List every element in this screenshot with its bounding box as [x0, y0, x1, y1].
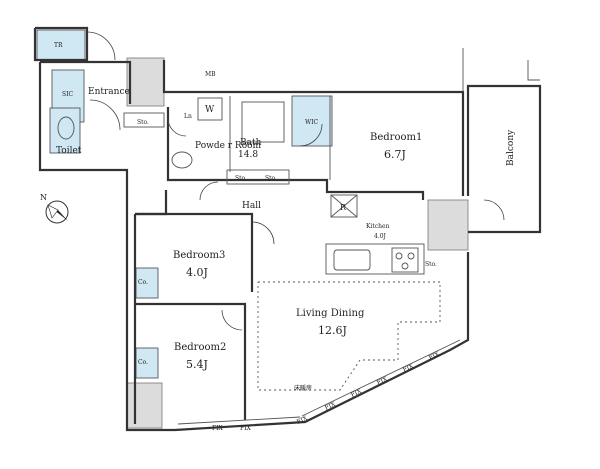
- fix-mark-4: FIX: [324, 400, 337, 411]
- door-bedroom1: [299, 123, 323, 147]
- wall-bedroom3: [135, 212, 254, 292]
- label-ln: Ln: [184, 113, 192, 120]
- burner-1: [395, 252, 403, 260]
- label-kitchen: Kitchen: [366, 223, 390, 230]
- label-kitchen-size: 4.0J: [374, 233, 387, 240]
- label-sic: SIC: [62, 91, 73, 98]
- shaft-kitchen: [427, 199, 469, 251]
- fix-mark-1: FIX: [212, 425, 224, 432]
- label-bath-size: 14.8: [238, 150, 258, 160]
- door-hall: [199, 181, 219, 201]
- wall-south: [174, 252, 470, 432]
- label-entrance: Entrance: [88, 87, 130, 97]
- wall-tr: [33, 26, 89, 62]
- label-hall: Hall: [242, 201, 261, 211]
- kitchen-stove: [391, 247, 419, 273]
- washer-space: [197, 97, 223, 121]
- label-bedroom1: Bedroom1: [370, 132, 422, 143]
- wall-core: [166, 107, 425, 200]
- toilet-bowl: [57, 116, 75, 140]
- fix-mark-3: FIX: [296, 414, 309, 425]
- wall-balcony: [466, 84, 542, 234]
- toilet-area: [49, 107, 81, 154]
- door-bedroom3: [251, 221, 275, 245]
- door-bedroom2: [221, 309, 243, 331]
- label-bedroom3-size: 4.0J: [186, 266, 208, 279]
- floor-heating-area: [257, 281, 441, 391]
- balcony-post: [527, 60, 540, 81]
- label-sto-entry: Sto.: [137, 119, 149, 126]
- label-living-dining-size: 12.6J: [318, 324, 347, 337]
- storage-entry: [123, 112, 165, 128]
- compass-label: N: [40, 193, 47, 202]
- door-entrance: [89, 99, 121, 131]
- label-w: W: [205, 105, 215, 115]
- label-living-dining: Living Dining: [296, 308, 365, 319]
- label-co-2: Co.: [138, 359, 148, 366]
- label-sto-hall-1: Sto.: [235, 175, 247, 182]
- label-toilet: Toilet: [56, 146, 82, 156]
- door-powder: [167, 117, 187, 137]
- fix-mark-7: FIX: [402, 362, 415, 373]
- door-tr: [86, 31, 116, 61]
- shaft-top: [126, 57, 165, 107]
- label-bedroom1-size: 6.7J: [384, 148, 406, 161]
- label-powder-room: Powde r Room: [195, 141, 262, 151]
- label-bedroom2: Bedroom2: [174, 342, 226, 353]
- kitchen-counter: [325, 243, 425, 275]
- label-floor-heating: 床暖房: [294, 384, 312, 392]
- label-sto-kitchen: Sto.: [425, 261, 437, 268]
- wall-hall: [135, 190, 168, 216]
- label-bath: Bath: [240, 138, 262, 148]
- kitchen-sink: [333, 249, 371, 271]
- shaft-bottom: [126, 382, 163, 429]
- wall-entrance-top: [40, 60, 132, 104]
- burner-2: [407, 252, 415, 260]
- sink: [171, 151, 193, 169]
- fix-mark-5: FIX: [350, 387, 363, 398]
- bathtub: [241, 101, 285, 143]
- wall-north: [162, 60, 465, 196]
- fix-mark-2: FIX: [240, 425, 252, 432]
- door-balcony: [483, 199, 505, 221]
- trunk-room: [36, 29, 86, 61]
- wall-bedroom2: [135, 302, 247, 420]
- label-r: R: [340, 203, 347, 212]
- walk-in-closet: [291, 95, 333, 147]
- storage-hall: [226, 169, 290, 185]
- label-wic: WIC: [305, 119, 319, 126]
- label-sto-hall-2: Sto.: [265, 175, 277, 182]
- label-mb: MB: [205, 71, 216, 78]
- label-balcony: Balcony: [506, 129, 516, 166]
- burner-3: [401, 262, 409, 270]
- compass-icon: [45, 200, 69, 224]
- label-tr: TR: [54, 42, 63, 49]
- fix-mark-6: FIX: [376, 375, 389, 386]
- fix-mark-8: FIX: [428, 350, 441, 361]
- label-bedroom3: Bedroom3: [173, 250, 225, 261]
- label-bedroom2-size: 5.4J: [186, 358, 208, 371]
- wall-west: [38, 62, 175, 432]
- label-co-1: Co.: [138, 279, 148, 286]
- refrigerator-space: [330, 194, 358, 218]
